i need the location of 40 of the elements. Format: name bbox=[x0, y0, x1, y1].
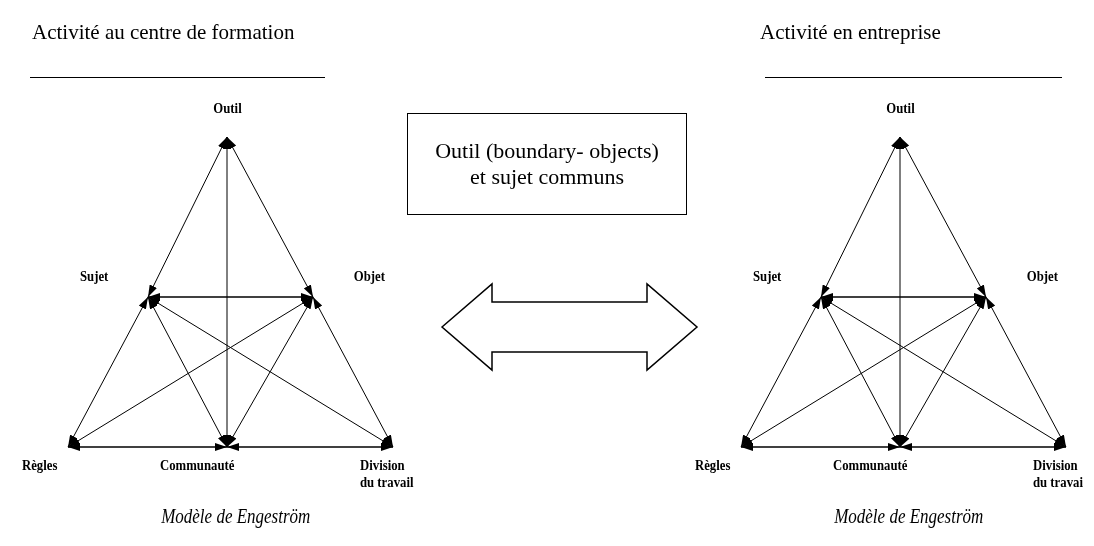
arrow bbox=[147, 293, 314, 301]
vertex-label: Outil bbox=[877, 100, 924, 137]
activity-heading: Activité en entreprise bbox=[760, 20, 941, 45]
vertex-label: Communauté bbox=[833, 447, 946, 475]
vertex-label: Sujet bbox=[80, 268, 140, 298]
vertex-label: Règles bbox=[22, 447, 75, 475]
arrow bbox=[67, 296, 149, 448]
arrow bbox=[820, 136, 901, 298]
arrow bbox=[820, 296, 901, 448]
arrow bbox=[820, 293, 987, 301]
vertex-label: Règles bbox=[695, 447, 748, 475]
vertex-label: Outil bbox=[204, 100, 251, 137]
arrow bbox=[899, 443, 1067, 451]
arrow bbox=[740, 296, 822, 448]
double-arrow bbox=[440, 282, 699, 372]
arrow bbox=[147, 296, 394, 448]
arrow bbox=[740, 443, 901, 451]
vertex-label: Division du travai bbox=[1033, 447, 1090, 491]
arrow bbox=[899, 296, 987, 448]
arrow bbox=[820, 296, 1067, 448]
arrow bbox=[147, 136, 228, 298]
arrow bbox=[226, 443, 394, 451]
arrow bbox=[67, 296, 314, 448]
arrow bbox=[985, 296, 1067, 448]
vertex-label: Objet bbox=[321, 268, 385, 298]
vertex-label: Communauté bbox=[160, 447, 273, 475]
vertex-label: Sujet bbox=[753, 268, 813, 298]
arrow bbox=[67, 443, 228, 451]
vertex-label: Division du travail bbox=[360, 447, 417, 491]
arrow bbox=[740, 296, 987, 448]
vertex-label: Objet bbox=[994, 268, 1058, 298]
arrow bbox=[312, 296, 394, 448]
activity-heading: Activité au centre de formation bbox=[32, 20, 295, 45]
arrow bbox=[226, 136, 314, 298]
arrow bbox=[226, 296, 314, 448]
arrow bbox=[899, 136, 987, 298]
arrow bbox=[147, 296, 228, 448]
model-caption: Modèle de Engeström bbox=[834, 505, 984, 528]
text-box: Outil (boundary- objects) et sujet communs bbox=[407, 113, 687, 215]
model-caption: Modèle de Engeström bbox=[161, 505, 311, 528]
